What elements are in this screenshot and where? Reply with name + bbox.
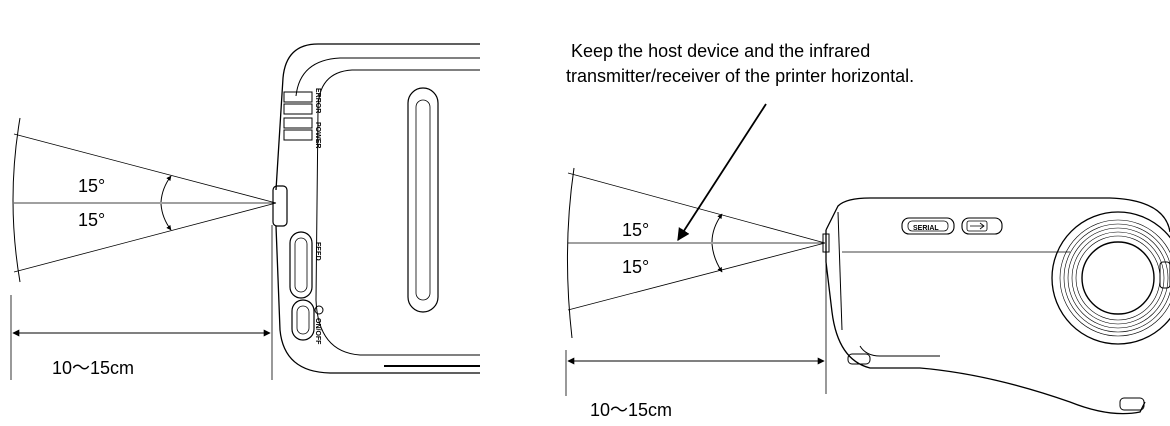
ir-window (272, 185, 288, 227)
right-angle-upper-label: 15° (622, 220, 649, 240)
power-symbol-icon (314, 305, 324, 315)
paper-roll (1051, 211, 1170, 345)
right-angle-lower-label: 15° (622, 257, 649, 277)
power-label: POWER (314, 122, 321, 148)
right-cone-lower-line (567, 242, 826, 311)
ir-window-side (822, 233, 830, 253)
right-range-arc (566, 167, 575, 339)
right-angle-arc-upper (711, 213, 723, 243)
left-angle-upper-label: 15° (78, 176, 105, 196)
right-angle-arc-lower (711, 243, 723, 273)
paper-slot-inner (415, 99, 431, 301)
left-range-arc (12, 117, 21, 283)
error-led (283, 91, 313, 103)
serial-label: SERIAL (913, 225, 939, 232)
left-view: 15° 15° 10～15cm ERROR POWER FEED (10, 43, 480, 380)
left-distance-label: 10～15cm (52, 358, 134, 378)
feed-label: FEED (314, 242, 321, 261)
error-label: ERROR (314, 88, 321, 113)
right-cone-upper-line (567, 172, 826, 244)
printer-side-view: SERIAL (822, 197, 1170, 415)
onoff-button[interactable] (291, 299, 315, 341)
right-view: Keep the host device and the infrared tr… (565, 41, 1170, 420)
cover-latch (1159, 261, 1170, 289)
usb-port-inner (966, 220, 988, 232)
foot-rear (1119, 397, 1145, 411)
right-distance-label: 10～15cm (590, 400, 672, 420)
onoff-label: ON/OFF (314, 318, 321, 345)
left-angle-lower-label: 15° (78, 210, 105, 230)
usb-port (961, 217, 1003, 235)
serial-port (901, 217, 955, 235)
printer-front-view: ERROR POWER FEED ON/OFF (272, 43, 480, 374)
usb-icon (970, 222, 985, 230)
left-cone-upper-line (13, 133, 277, 204)
power-led-inner (283, 129, 313, 141)
left-angle-arc-upper (160, 175, 172, 203)
power-led (283, 117, 313, 129)
feed-button-inner (294, 237, 308, 293)
left-angle-arc-lower (160, 203, 172, 231)
serial-port-inner (907, 220, 949, 232)
error-led-inner (283, 103, 313, 115)
foot-front (847, 353, 871, 365)
note-line-1: Keep the host device and the infrared (571, 41, 870, 61)
note-line-2: transmitter/receiver of the printer hori… (566, 66, 914, 86)
left-cone-lower-line (13, 202, 277, 273)
feed-button[interactable] (289, 231, 313, 299)
note-pointer-arrow (677, 103, 767, 242)
onoff-button-inner (296, 305, 310, 335)
paper-slot (407, 87, 439, 313)
